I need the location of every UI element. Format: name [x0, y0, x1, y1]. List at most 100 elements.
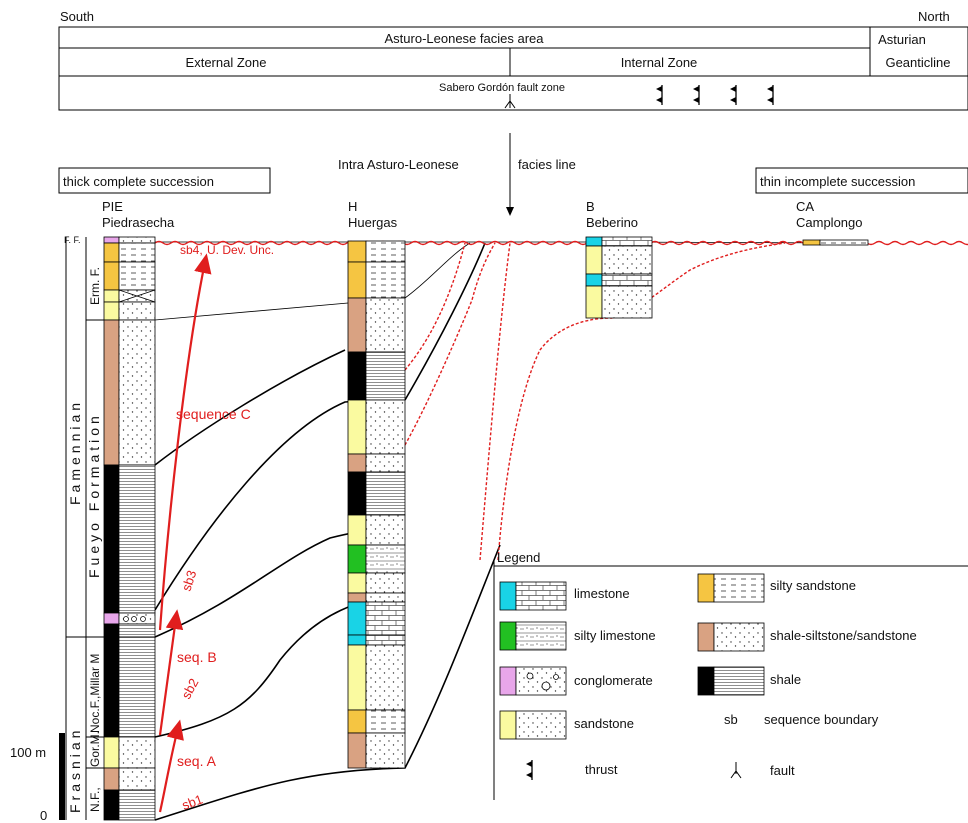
layer-pattern-silty-sandstone: [118, 261, 156, 291]
top-abbrev-label: F. F.: [64, 235, 81, 245]
layer-pattern-shale: [118, 623, 156, 638]
layer-pattern-silty-limestone: [365, 544, 406, 574]
layer-pattern-shale: [118, 636, 156, 738]
internal-zone-label: Internal Zone: [621, 55, 698, 70]
layer-pattern-silty-sandstone: [365, 261, 406, 299]
layer-pattern-sandstone: [118, 736, 156, 769]
layer-color-shale: [347, 351, 367, 401]
layer-pattern-silty-sandstone: [365, 709, 406, 734]
section-b-code: B: [586, 199, 595, 214]
facies-line-left-label: Intra Asturo-Leonese: [338, 157, 459, 172]
layer-color-sandstone: [347, 644, 367, 711]
layer-pattern-sandstone: [601, 285, 653, 319]
thin-succession-label: thin incomplete succession: [760, 174, 915, 189]
nf-label: N.F.,: [88, 787, 102, 812]
section-b-name: Beberino: [586, 215, 638, 230]
north-label: North: [918, 9, 950, 24]
sb2-label: sb2: [178, 676, 201, 702]
layer-color-silty-sandstone: [802, 239, 821, 246]
layer-pattern-limestone: [365, 601, 406, 636]
section-h-code: H: [348, 199, 357, 214]
scale-zero: 0: [40, 808, 47, 823]
sequence-c-label: sequence C: [176, 406, 251, 422]
legend-title: Legend: [497, 550, 540, 565]
layer-pattern-silty-sandstone: [365, 240, 406, 263]
section-pie-name: Piedrasecha: [102, 215, 175, 230]
legend-sb-label: sequence boundary: [764, 712, 879, 727]
section-ca-name: Camplongo: [796, 215, 863, 230]
section-h-name: Huergas: [348, 215, 398, 230]
noc-millar-label: Noc.F.,Millar M: [88, 654, 102, 733]
legend-swatch-pattern: [515, 621, 567, 651]
thrust-icons: [656, 85, 774, 105]
layer-pattern-shale-siltstone-sandstone: [365, 732, 406, 769]
layer-pattern-shale-siltstone-sandstone: [365, 297, 406, 353]
layer-pattern-shale: [365, 351, 406, 401]
layer-pattern-sandstone: [365, 572, 406, 594]
layer-pattern-shale-siltstone-sandstone: [365, 453, 406, 473]
layer-pattern-silty-sandstone: [819, 239, 869, 246]
legend-swatch-color: [697, 622, 715, 652]
layer-pattern-silty-sandstone: [118, 242, 156, 263]
layer-color-shale: [347, 471, 367, 516]
sequence-arrows: [158, 253, 212, 813]
legend-swatch-pattern: [515, 710, 567, 740]
legend-swatch-pattern: [515, 581, 567, 611]
layer-pattern-shale: [118, 464, 156, 614]
column-piedrasecha: [103, 236, 156, 821]
legend-shale: shale: [770, 672, 801, 687]
legend-sandstone: sandstone: [574, 716, 634, 731]
thrust-icon: [656, 85, 663, 105]
pebble: [131, 616, 137, 622]
layer-pattern-shale-siltstone-sandstone: [365, 592, 406, 603]
layer-pattern-sandstone: [118, 301, 156, 321]
layer-color-silty-limestone: [347, 544, 367, 574]
layer-pattern-sandstone: [365, 644, 406, 711]
layer-color-sandstone: [347, 514, 367, 546]
layer-color-conglomerate: [103, 612, 120, 625]
legend-fault-icon: [730, 762, 742, 779]
unconformity-lines: [154, 240, 968, 561]
layer-color-sandstone: [347, 572, 367, 594]
asturian-label: Asturian: [878, 32, 926, 47]
layer-color-sandstone: [103, 736, 120, 769]
layer-color-shale-siltstone-sandstone: [347, 592, 367, 603]
layer-pattern-shale: [118, 789, 156, 821]
section-pie-code: PIE: [102, 199, 123, 214]
geanticline-label: Geanticline: [885, 55, 950, 70]
layer-color-limestone: [585, 236, 603, 247]
layer-color-shale-siltstone-sandstone: [103, 319, 120, 466]
layer-color-silty-sandstone: [103, 242, 120, 263]
layer-color-limestone: [347, 601, 367, 636]
legend-swatch-color: [499, 581, 517, 611]
thin-succession-box: [755, 167, 968, 194]
layer-color-shale: [103, 464, 120, 614]
sb4-label: sb4,: [180, 243, 203, 257]
external-zone-label: External Zone: [186, 55, 267, 70]
legend-swatch-color: [499, 666, 517, 696]
layer-color-shale: [103, 623, 120, 638]
layer-pattern-shale: [365, 471, 406, 516]
legend-conglomerate: conglomerate: [574, 673, 653, 688]
legend-shale-siltstone: shale-siltstone/sandstone: [770, 628, 917, 643]
cross-mark: [118, 289, 156, 303]
layer-pattern-sandstone: [365, 514, 406, 546]
legend-thrust-icon: [526, 760, 533, 780]
layer-color-shale-siltstone-sandstone: [347, 732, 367, 769]
legend-swatch-color: [697, 666, 715, 696]
layer-color-silty-sandstone: [103, 261, 120, 291]
section-ca-code: CA: [796, 199, 814, 214]
legend-limestone: limestone: [574, 586, 630, 601]
legend-swatch-pattern: [713, 666, 765, 696]
pebble: [526, 672, 534, 680]
thrust-icon: [767, 85, 774, 105]
layer-color-sandstone: [347, 399, 367, 455]
thrust-icon: [693, 85, 700, 105]
pebble: [553, 674, 559, 680]
facies-line-right-label: facies line: [518, 157, 576, 172]
legend-swatch-color: [697, 573, 715, 603]
fault-zone-label: Sabero Gordón fault zone: [439, 82, 565, 94]
legend-thrust: thrust: [585, 762, 618, 777]
seq-b-label: seq. B: [177, 649, 217, 665]
